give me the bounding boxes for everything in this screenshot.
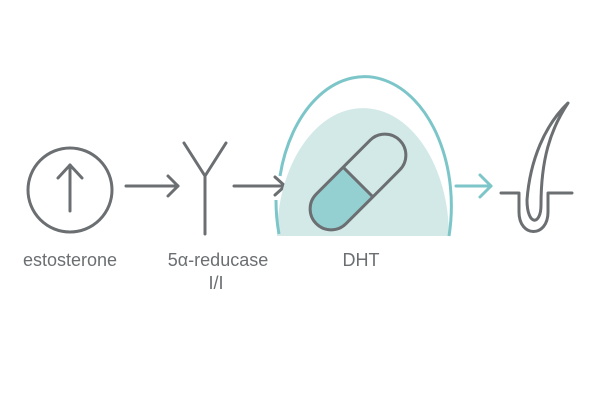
arrow-2-icon — [232, 175, 287, 197]
dht-label: DHT — [342, 250, 380, 270]
arrow-3-icon — [454, 173, 493, 199]
testosterone-up-arrow-icon — [26, 146, 114, 234]
arrow-1-icon — [124, 174, 180, 198]
hair-follicle-icon — [499, 101, 574, 233]
testosterone-label: estosterone — [22, 250, 118, 270]
enzyme-y-icon — [182, 141, 228, 236]
enzyme-sub-label: I/I — [208, 273, 224, 293]
pill-icon — [308, 132, 408, 232]
enzyme-label: 5α-reducase — [167, 250, 269, 270]
dht-dome — [274, 75, 453, 237]
